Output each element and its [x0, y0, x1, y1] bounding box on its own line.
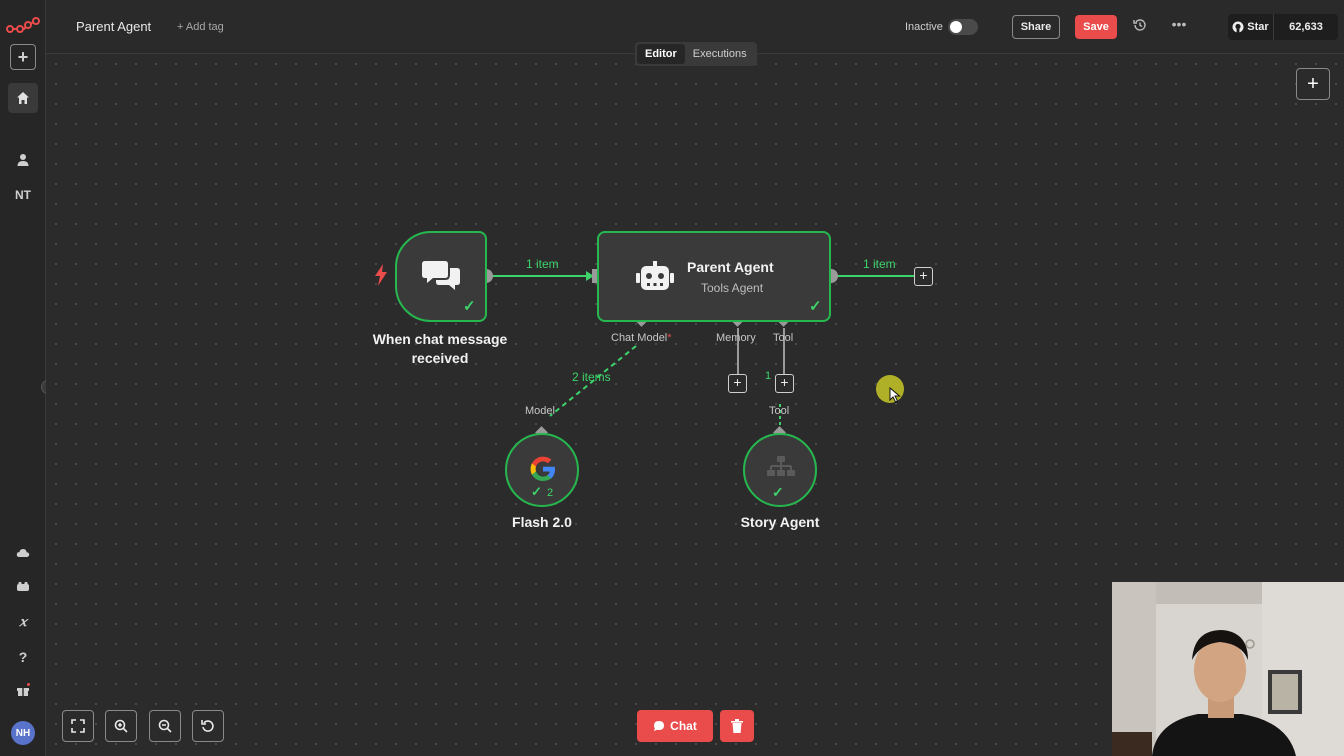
node-parent-agent[interactable]: Parent Agent Tools Agent ✓ [597, 231, 831, 322]
node-story-agent[interactable]: ✓ [743, 433, 817, 507]
variables-icon: 𝑥 [19, 614, 27, 630]
user-icon [17, 154, 29, 166]
add-memory-button[interactable]: + [728, 374, 747, 393]
delete-execution-button[interactable] [720, 710, 754, 742]
port-label-model-in: Model [525, 405, 555, 417]
zoom-in-icon [114, 719, 128, 733]
port-label-memory: Memory [716, 332, 756, 344]
success-check-icon: ✓ [772, 484, 784, 500]
sidebar-item-help[interactable]: ? [8, 642, 38, 672]
add-tool-button[interactable]: + [775, 374, 794, 393]
open-chat-button[interactable]: Chat [637, 710, 713, 742]
node-flash[interactable]: ✓ 2 [505, 433, 579, 507]
lightning-icon [375, 264, 387, 286]
trash-icon [731, 719, 743, 733]
chat-icon [654, 721, 665, 731]
help-icon: ? [18, 649, 28, 665]
workflow-title[interactable]: Parent Agent [76, 19, 152, 34]
plus-icon: + [1307, 72, 1319, 95]
sidebar-item-templates[interactable] [8, 572, 38, 602]
webcam-overlay [1112, 582, 1344, 756]
agent-input-port [592, 269, 599, 283]
add-node-button[interactable]: + [1296, 68, 1330, 100]
sidebar: + NT 𝑥 ? NH [0, 0, 46, 756]
node-chat-trigger[interactable]: ✓ [395, 231, 487, 322]
run-count-badge: 2 [547, 487, 554, 499]
connection-label-items: 1 item [526, 257, 559, 271]
github-star-widget[interactable]: Star 62,633 [1228, 14, 1338, 40]
sidebar-item-cloud[interactable] [8, 538, 38, 568]
tab-editor[interactable]: Editor [637, 44, 685, 64]
chat-bubbles-icon [422, 261, 460, 290]
sidebar-item-home[interactable] [8, 83, 38, 113]
zoom-out-icon [158, 719, 172, 733]
share-button[interactable]: Share [1012, 15, 1060, 39]
node-story-label: Story Agent [740, 514, 820, 530]
sitemap-icon [767, 456, 795, 476]
save-button[interactable]: Save [1075, 15, 1117, 39]
avatar[interactable]: NH [11, 721, 35, 745]
history-icon[interactable] [1131, 18, 1149, 36]
plus-icon: + [780, 374, 789, 390]
undo-icon [201, 720, 214, 732]
fit-view-icon [71, 719, 85, 733]
zoom-out-button[interactable] [149, 710, 181, 742]
model-connection-label: 2 items [572, 370, 611, 384]
presenter-video [1112, 582, 1344, 756]
connection-arrow [586, 271, 594, 281]
sidebar-item-user[interactable] [8, 145, 38, 175]
success-check-icon: ✓ [809, 298, 822, 315]
reset-zoom-button[interactable] [192, 710, 224, 742]
view-switch: Editor Executions [635, 42, 757, 66]
tab-executions[interactable]: Executions [692, 48, 747, 60]
node-title: Parent Agent [687, 259, 774, 275]
node-chat-trigger-label: When chat message received [372, 331, 508, 366]
more-options-icon[interactable]: ••• [1171, 16, 1187, 32]
n8n-logo-icon[interactable] [6, 16, 40, 36]
sidebar-item-project[interactable]: NT [15, 188, 31, 202]
tool-connection-count: 1 [765, 370, 772, 382]
success-check-icon: ✓ [531, 484, 542, 499]
port-label-tool: Tool [773, 332, 794, 344]
node-subtitle: Tools Agent [701, 281, 764, 295]
connection-model [549, 345, 637, 417]
fit-view-button[interactable] [62, 710, 94, 742]
github-star-button[interactable]: Star [1228, 14, 1274, 40]
toggle-knob [950, 21, 962, 33]
templates-icon [17, 581, 29, 591]
active-toggle[interactable] [948, 19, 978, 35]
gift-icon [17, 683, 30, 696]
zoom-in-button[interactable] [105, 710, 137, 742]
add-next-node-button[interactable]: + [914, 267, 933, 286]
sidebar-item-variables[interactable]: 𝑥 [8, 607, 38, 637]
home-icon [17, 92, 29, 104]
node-flash-label: Flash 2.0 [512, 514, 572, 530]
google-icon [530, 456, 555, 481]
sidebar-item-whats-new[interactable] [8, 675, 38, 705]
plus-icon: + [919, 267, 928, 283]
cursor-icon [889, 387, 901, 403]
github-icon [1232, 21, 1244, 33]
plus-icon: + [733, 374, 742, 390]
output-label-items: 1 item [863, 257, 896, 271]
github-star-count: 62,633 [1289, 21, 1323, 33]
plus-icon: + [17, 47, 29, 67]
add-workflow-button[interactable]: + [10, 44, 36, 70]
robot-icon [636, 261, 674, 290]
cloud-icon [16, 549, 30, 557]
port-label-chat-model: Chat Model* [611, 332, 672, 344]
status-label: Inactive [905, 21, 943, 33]
port-label-tool-in: Tool [769, 405, 790, 417]
add-tag-link[interactable]: + Add tag [177, 21, 224, 33]
success-check-icon: ✓ [463, 298, 476, 315]
